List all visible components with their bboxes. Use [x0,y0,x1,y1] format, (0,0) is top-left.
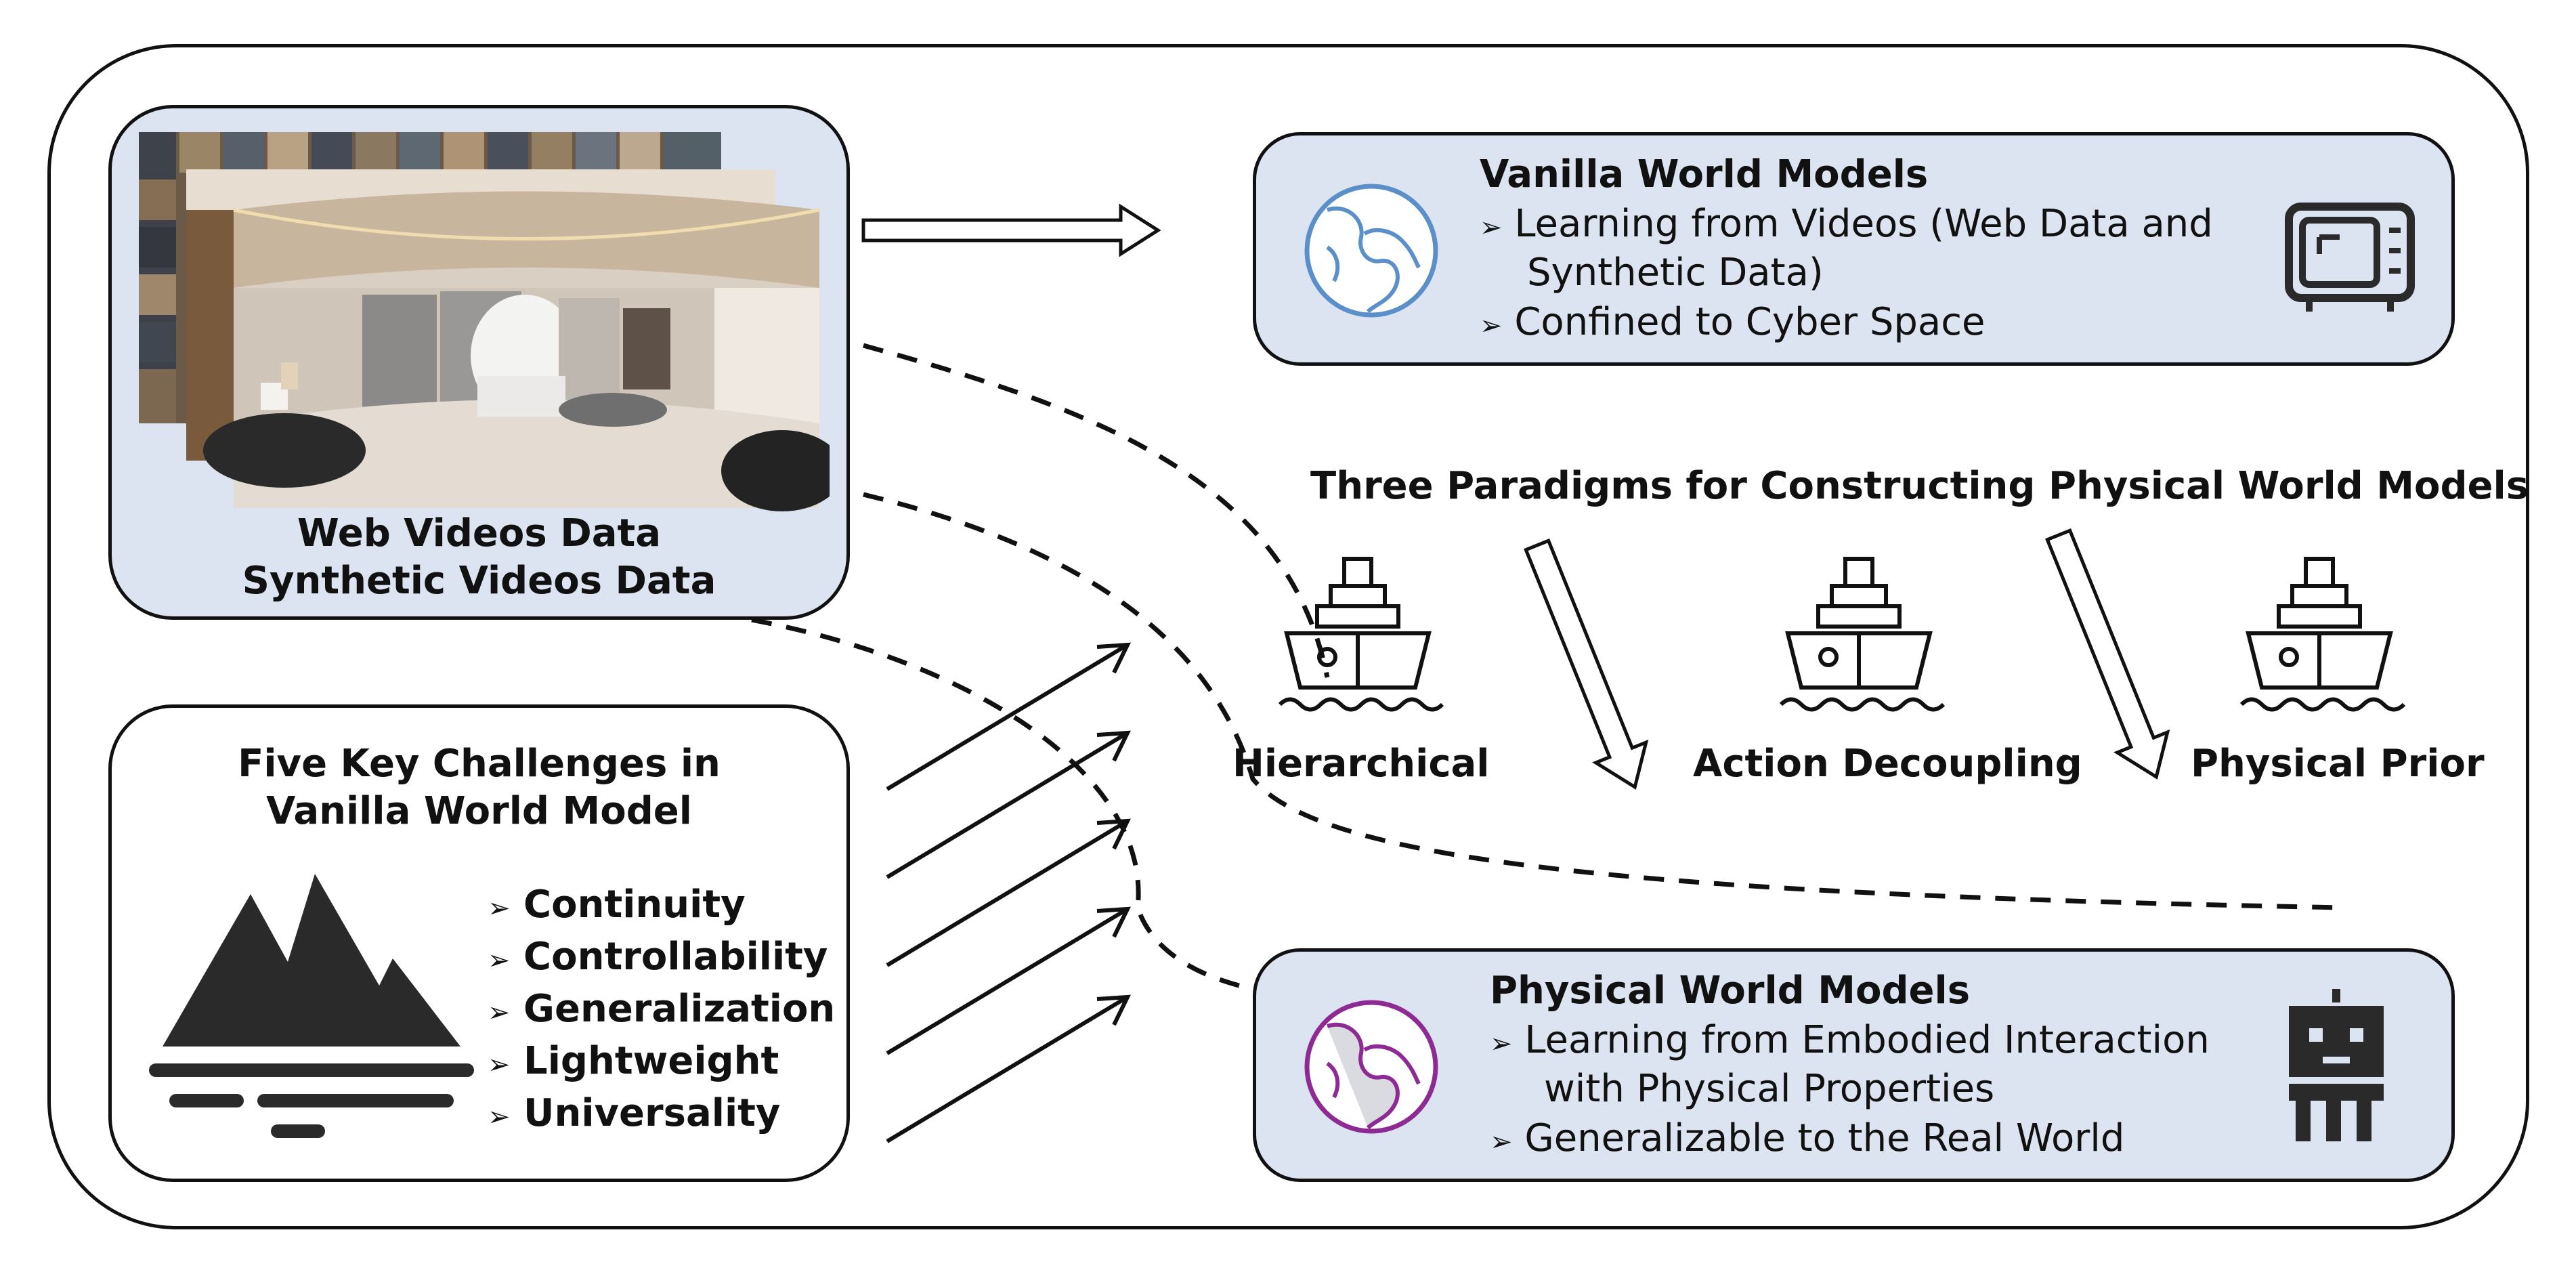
challenges-title-line1: Five Key Challenges in [238,742,721,786]
ship-icon [1779,557,1946,712]
challenge-item: ➢ Controllability [488,935,828,979]
video-thumbnail [139,132,830,511]
hollow-arrow-1 [1524,538,1649,790]
robot-icon [2289,989,2384,1141]
paradigms-heading: Three Paradigms for Constructing Physica… [1310,464,2529,508]
vanilla-bullet-1: ➢ Learning from Videos (Web Data and [1480,202,2213,246]
arrow-2 [886,733,1125,879]
physical-bullet-1-cont: with Physical Properties [1544,1067,1995,1111]
bullet-arrow: ➢ [488,1101,511,1133]
arrow-4 [886,909,1125,1055]
challenge-list: ➢ Continuity ➢ Controllability ➢ General… [488,881,835,1141]
bullet-arrow: ➢ [1480,310,1503,341]
challenge-item: ➢ Lightweight [488,1039,779,1083]
data-label-line2: Synthetic Videos Data [242,559,716,603]
vanilla-box [1253,132,2455,366]
paradigm-action-decoupling: Action Decoupling [1693,742,2082,786]
data-label-line1: Web Videos Data [297,511,662,555]
bullet-arrow: ➢ [488,1049,511,1080]
physical-title: Physical World Models [1490,969,1971,1013]
arrow-5 [886,997,1125,1143]
challenge-item: ➢ Generalization [488,987,836,1031]
data-to-vanilla-arrow [861,203,1161,257]
globe-icon [1304,1000,1438,1134]
arrow-1 [886,645,1125,791]
challenge-item: ➢ Continuity [488,883,746,927]
physical-bullet-1: ➢ Learning from Embodied Interaction [1490,1018,2210,1062]
dashed-curve-2 [863,492,2344,910]
bullet-arrow: ➢ [488,945,511,976]
vanilla-bullet-1-cont: Synthetic Data) [1527,251,1824,295]
vanilla-title: Vanilla World Models [1480,152,1929,196]
physical-bullet-2: ➢ Generalizable to the Real World [1490,1116,2125,1160]
bullet-arrow: ➢ [1490,1028,1513,1059]
paradigm-physical-prior: Physical Prior [2191,742,2485,786]
ship-icon [1278,557,1444,712]
challenges-title-line2: Vanilla World Model [266,789,692,833]
outer-frame [47,44,2529,1229]
vanilla-bullet-2: ➢ Confined to Cyber Space [1480,300,1985,344]
globe-icon [1304,184,1438,318]
bullet-arrow: ➢ [1490,1126,1513,1158]
physical-box [1253,948,2455,1182]
hollow-arrow-2 [2045,528,2170,780]
paradigm-hierarchical: Hierarchical [1232,742,1490,786]
bullet-arrow: ➢ [488,893,511,924]
bullet-arrow: ➢ [1480,212,1503,243]
challenge-item: ➢ Universality [488,1091,781,1135]
ship-icon [2239,557,2406,712]
tv-icon [2285,203,2415,312]
arrow-3 [886,821,1125,967]
mountain-icon [149,874,474,1138]
bullet-arrow: ➢ [488,997,511,1028]
dashed-curve-1 [863,343,1330,678]
